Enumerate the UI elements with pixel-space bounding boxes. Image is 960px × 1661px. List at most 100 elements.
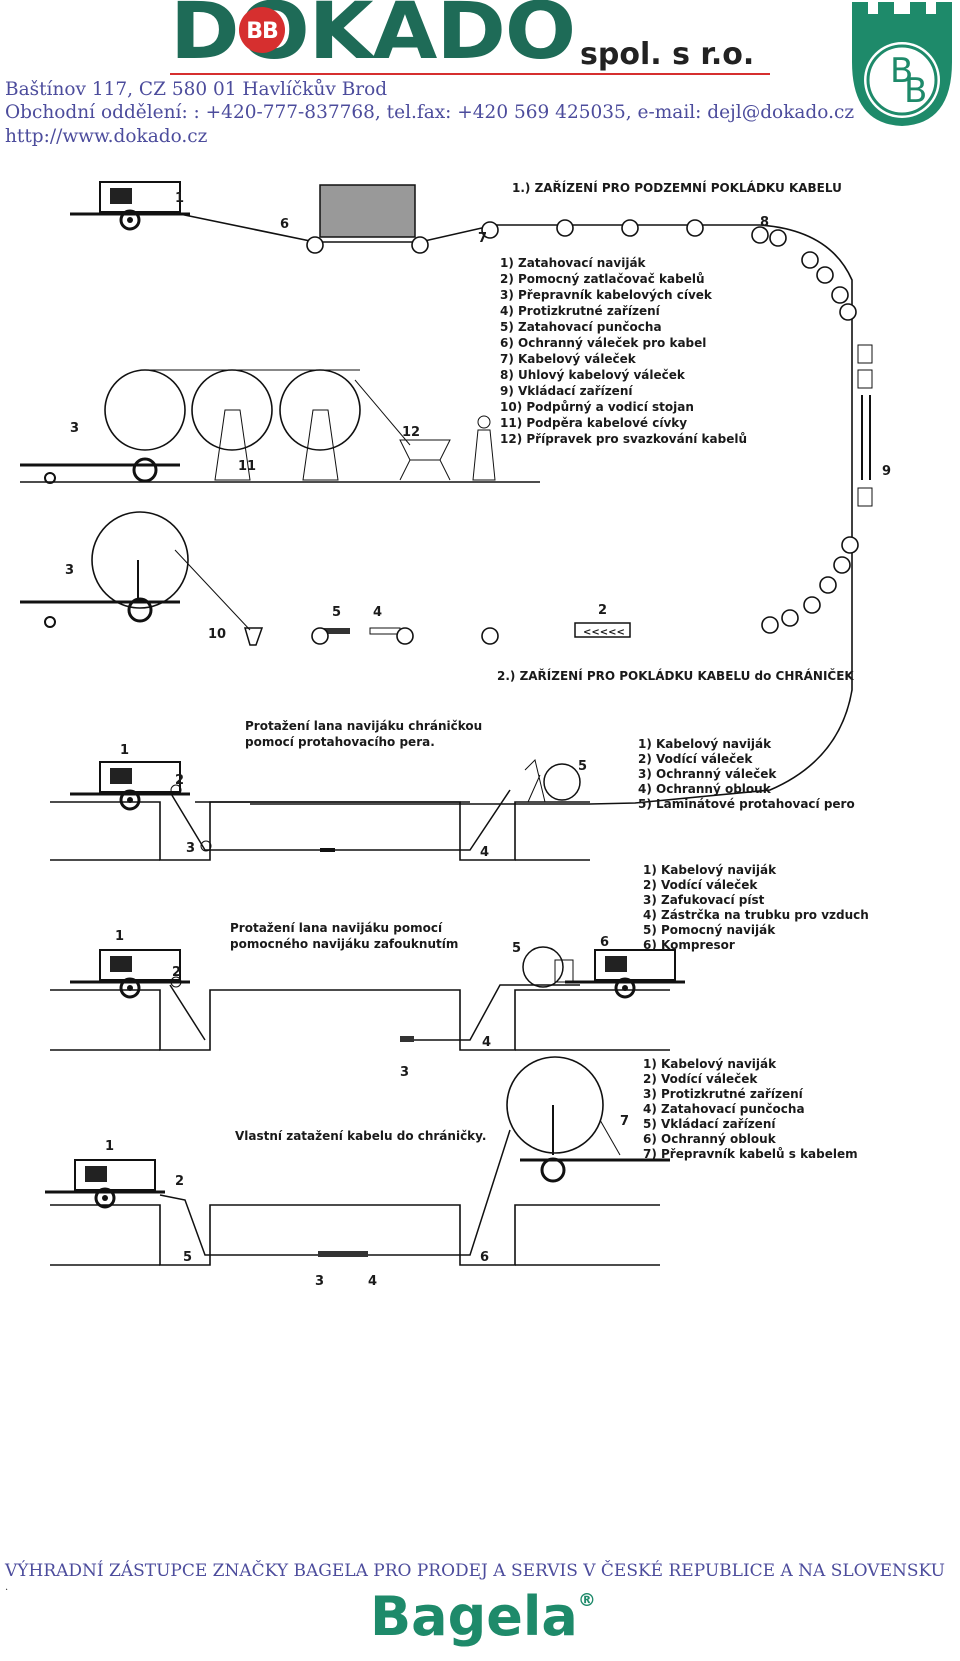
address-line: Baštínov 117, CZ 580 01 Havlíčkův Brod [5, 79, 388, 100]
callout: 2 [598, 603, 607, 618]
diagram4-legend: 1) Kabelový naviják 2) Vodící váleček 3)… [643, 1057, 858, 1161]
legend-item: 5) Laminátové protahovací pero [638, 797, 855, 811]
legend-item: 12) Přípravek pro svazkování kabelů [500, 432, 747, 446]
callout: 3 [65, 563, 74, 578]
diagram3-callouts: 1 2 5 6 4 3 [115, 929, 609, 1080]
legend-item: 10) Podpůrný a vodicí stojan [500, 400, 694, 414]
contact-line: Obchodní oddělení: : +420-777-837768, te… [5, 102, 855, 123]
diagram2-caption: pomocí protahovacího pera. [245, 735, 435, 749]
cable-reel-carrier [20, 369, 540, 484]
callout: 1 [120, 743, 129, 758]
legend-item: 5) Vkládací zařízení [643, 1117, 776, 1131]
callout: 7 [478, 231, 487, 246]
legend-item: 1) Kabelový naviják [638, 737, 772, 751]
legend-item: 4) Protizkrutné zařízení [500, 304, 661, 318]
callout: 4 [480, 845, 489, 860]
legend-item: 6) Ochranný oblouk [643, 1132, 777, 1146]
dokado-wordmark-svg: DOKADO ВВ [170, 0, 576, 77]
rope-path [169, 789, 511, 851]
callout: 4 [482, 1035, 491, 1050]
cable-route-path [169, 211, 853, 805]
legend-item: 3) Ochranný váleček [638, 767, 777, 781]
pusher-marks: <<<<< [583, 627, 625, 638]
callout: 5 [578, 759, 587, 774]
legend-item: 2) Vodící váleček [643, 1072, 758, 1086]
road-obstacle [319, 184, 416, 238]
legend-item: 2) Pomocný zatlačovač kabelů [500, 272, 705, 286]
company-logo: DOKADO ВВ spol. s r.o. [170, 0, 770, 78]
lower-cable-line: <<<<< [311, 622, 631, 645]
cable-drum [506, 1056, 604, 1154]
logo-main-text: DOKADO [170, 0, 575, 72]
legend-item: 9) Vkládací zařízení [500, 384, 633, 398]
legend-item: 6) Ochranný váleček pro kabel [500, 336, 706, 350]
corner-rollers-bottom [761, 536, 859, 634]
callout: 1 [115, 929, 124, 944]
legend-item: 1) Kabelový naviják [643, 1057, 777, 1071]
corner-rollers-top [751, 226, 857, 321]
diagram2-caption: Protažení lana navijáku chráničkou [245, 719, 482, 733]
logo-suffix: spol. s r.o. [580, 37, 755, 72]
bb-mark-letters: ВВ [246, 19, 278, 44]
callout: 3 [400, 1065, 409, 1080]
legend-item: 6) Kompresor [643, 938, 735, 952]
logo-wordmark: DOKADO ВВ [170, 0, 580, 85]
rope-path [169, 984, 580, 1041]
callout: 2 [172, 965, 181, 980]
bagela-brand: Bagela [370, 1585, 578, 1648]
legend-item: 8) Uhlový kabelový váleček [500, 368, 686, 382]
callout: 10 [208, 627, 226, 642]
website-link[interactable]: http://www.dokado.cz [5, 126, 208, 147]
callout: 6 [280, 217, 289, 232]
cable-laying-diagram: 1.) ZAŘÍZENÍ PRO PODZEMNÍ POKLÁDKU KABEL… [20, 180, 891, 1289]
legend-item: 4) Zástrčka na trubku pro vzduch [643, 908, 869, 922]
single-reel-trailer [20, 511, 264, 646]
ground-profile [50, 1204, 660, 1266]
diagram1-subtitle: 2.) ZAŘÍZENÍ PRO POKLÁDKU KABELU do CHRÁ… [497, 668, 854, 683]
legend-item: 7) Kabelový váleček [500, 352, 637, 366]
diagram3-air-blow: Protažení lana navijáku pomocí pomocného… [50, 863, 869, 1080]
legend-item: 7) Přepravník kabelů s kabelem [643, 1147, 858, 1161]
legend-item: 3) Přepravník kabelových cívek [500, 288, 713, 302]
callout: 3 [315, 1274, 324, 1289]
callout: 4 [368, 1274, 377, 1289]
insertion-device [857, 344, 873, 507]
callout: 6 [600, 935, 609, 950]
bagela-logo: Bagela® [370, 1590, 596, 1644]
legend-item: 5) Zatahovací punčocha [500, 320, 662, 334]
diagram1-underground-laying: 1.) ZAŘÍZENÍ PRO PODZEMNÍ POKLÁDKU KABEL… [20, 180, 891, 805]
diagram3-legend: 1) Kabelový naviják 2) Vodící váleček 3)… [643, 863, 869, 952]
diagram3-caption: pomocného navijáku zafouknutím [230, 937, 458, 951]
callout: 5 [183, 1250, 192, 1265]
callout: 7 [620, 1114, 629, 1129]
callout: 11 [238, 459, 256, 474]
callout: 4 [373, 605, 382, 620]
callout: 5 [512, 941, 521, 956]
legend-item: 2) Vodící váleček [643, 878, 758, 892]
logo-rule [170, 73, 770, 75]
diagram2-pull-rope: Protažení lana navijáku chráničkou pomoc… [50, 719, 855, 861]
laminate-rod-reel [543, 763, 581, 801]
legend-item: 4) Ochranný oblouk [638, 782, 772, 796]
diagram1-title: 1.) ZAŘÍZENÍ PRO PODZEMNÍ POKLÁDKU KABEL… [512, 180, 842, 195]
diagram1-legend: 1) Zatahovací naviják 2) Pomocný zatlačo… [500, 256, 747, 446]
diagram4-caption: Vlastní zatažení kabelu do chráničky. [235, 1129, 486, 1143]
legend-item: 3) Zafukovací píst [643, 893, 765, 907]
diagram3-caption: Protažení lana navijáku pomocí [230, 921, 443, 935]
legend-item: 1) Zatahovací naviják [500, 256, 647, 270]
svg-text:B: B [890, 51, 913, 91]
callout: 2 [175, 773, 184, 788]
cable-path [159, 1129, 511, 1256]
legend-item: 3) Protizkrutné zařízení [643, 1087, 804, 1101]
legend-item: 1) Kabelový naviják [643, 863, 777, 877]
diagram2-legend: 1) Kabelový naviják 2) Vodící váleček 3)… [638, 737, 855, 811]
castle-bb-icon: B B [852, 2, 952, 126]
diagram1-callouts: 1 6 7 8 9 3 11 12 3 10 5 4 2 [65, 191, 891, 642]
diagram2-callouts: 1 2 3 4 5 [120, 743, 587, 860]
callout: 6 [480, 1250, 489, 1265]
callout: 1 [105, 1139, 114, 1154]
legend-item: 5) Pomocný naviják [643, 923, 776, 937]
legend-item: 4) Zatahovací punčocha [643, 1102, 805, 1116]
svg-text:B: B [904, 71, 927, 111]
callout: 5 [332, 605, 341, 620]
